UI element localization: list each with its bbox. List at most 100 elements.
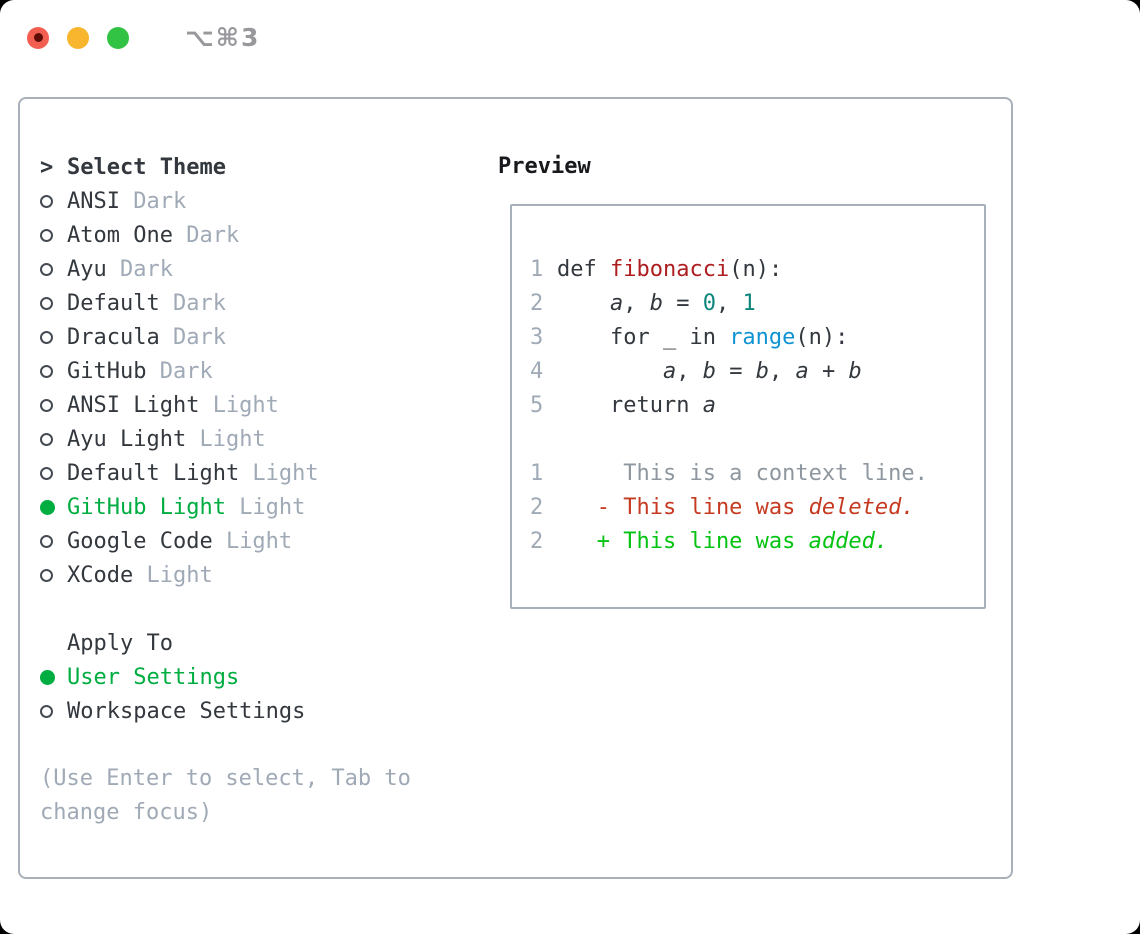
- window-title: ⌥⌘3: [185, 23, 261, 52]
- code-token-number: 0: [702, 290, 716, 316]
- titlebar: ⌥⌘3: [0, 0, 1140, 75]
- zoom-button[interactable]: [107, 26, 129, 49]
- theme-variant-label: Light: [212, 392, 279, 418]
- theme-option-google-code[interactable]: Google Code Light: [40, 524, 470, 558]
- code-token-plain: =: [715, 358, 756, 384]
- focus-cursor-icon: >: [40, 154, 54, 180]
- radio-icon: [40, 398, 67, 412]
- theme-variant-label: Light: [252, 460, 319, 486]
- theme-variant-label: Dark: [119, 256, 173, 282]
- code-token-variable: a: [702, 392, 716, 418]
- apply-option-user-settings[interactable]: User Settings: [40, 660, 470, 694]
- code-line: 2 - This line was deleted.: [530, 490, 984, 524]
- theme-name: Default Light: [67, 460, 240, 486]
- code-token-plain: (n):: [795, 324, 849, 350]
- code-token-deleted: - This line was: [557, 494, 809, 520]
- line-number: 2: [530, 494, 544, 520]
- preview-title: Preview: [498, 154, 591, 179]
- code-token-plain: +: [808, 358, 849, 384]
- line-number: 2: [530, 290, 544, 316]
- code-token-plain: ,: [715, 290, 743, 316]
- help-text: (Use Enter to select, Tab to change focu…: [40, 766, 411, 825]
- radio-icon: [40, 194, 67, 208]
- theme-option-github-light[interactable]: GitHub Light Light: [40, 490, 470, 524]
- theme-option-ayu-light[interactable]: Ayu Light Light: [40, 422, 470, 456]
- radio-icon: [40, 534, 67, 548]
- radio-icon: [40, 364, 67, 378]
- theme-name: ANSI Light: [67, 392, 200, 418]
- radio-icon: [40, 262, 67, 276]
- code-token-variable: b: [702, 358, 716, 384]
- code-line: 1 def fibonacci(n):: [530, 252, 984, 286]
- code-line: 2 a, b = 0, 1: [530, 286, 984, 320]
- code-token-context: This is a context line.: [557, 460, 928, 486]
- radio-selected-icon: [40, 499, 67, 515]
- code-token-plain: (n):: [729, 256, 783, 282]
- theme-variant-label: Dark: [172, 290, 226, 316]
- code-token-plain: =: [662, 290, 703, 316]
- theme-variant-label: Light: [239, 494, 306, 520]
- code-line: 5 return a: [530, 388, 984, 422]
- modified-dot-icon: [33, 33, 43, 42]
- theme-option-default[interactable]: Default Dark: [40, 286, 470, 320]
- line-number: 2: [530, 528, 544, 554]
- code-token-plain: [557, 359, 663, 384]
- code-token-variable: a: [795, 358, 809, 384]
- code-token-plain: def: [557, 256, 610, 282]
- radio-icon: [40, 330, 67, 344]
- code-token-variable: b: [649, 290, 663, 316]
- radio-icon: [40, 296, 67, 310]
- code-line: 3 for _ in range(n):: [530, 320, 984, 354]
- radio-icon: [40, 432, 67, 446]
- theme-name: Atom One: [67, 222, 173, 248]
- line-number: 1: [530, 256, 544, 282]
- theme-variant-label: Light: [225, 528, 293, 554]
- minimize-button[interactable]: [67, 26, 89, 49]
- theme-name: Google Code: [67, 528, 213, 554]
- theme-option-default-light[interactable]: Default Light Light: [40, 456, 470, 490]
- code-token-plain: return: [557, 392, 703, 418]
- code-token-added-italic: added.: [808, 528, 889, 554]
- theme-name: Default: [67, 290, 160, 316]
- code-token-plain: [557, 291, 610, 316]
- code-token-deleted-italic: deleted.: [808, 494, 915, 520]
- code-token-builtin: range: [729, 324, 796, 350]
- theme-name: GitHub Light: [67, 494, 226, 520]
- apply-option-workspace-settings[interactable]: Workspace Settings: [40, 694, 470, 728]
- code-token-plain: ,: [623, 290, 650, 316]
- theme-name: Ayu Light: [67, 426, 187, 452]
- apply-option-label: User Settings: [67, 664, 240, 690]
- code-token-variable: b: [755, 358, 769, 384]
- code-line: [530, 422, 984, 456]
- theme-option-ayu[interactable]: Ayu Dark: [40, 252, 470, 286]
- theme-variant-label: Dark: [159, 358, 213, 384]
- code-token-added: + This line was: [557, 528, 809, 554]
- code-line: 1 This is a context line.: [530, 456, 984, 490]
- code-token-variable: a: [609, 290, 624, 316]
- apply-option-label: Workspace Settings: [67, 698, 306, 724]
- select-theme-header: >Select Theme: [40, 150, 470, 184]
- line-number: 3: [530, 324, 544, 350]
- apply-to-label: Apply To: [67, 630, 173, 656]
- theme-name: XCode: [67, 562, 134, 588]
- radio-icon: [40, 568, 67, 582]
- theme-option-ansi-light[interactable]: ANSI Light Light: [40, 388, 470, 422]
- theme-variant-label: Light: [199, 426, 266, 452]
- theme-name: Ayu: [67, 256, 107, 282]
- close-button[interactable]: [27, 26, 49, 49]
- code-token-function: fibonacci: [609, 256, 730, 282]
